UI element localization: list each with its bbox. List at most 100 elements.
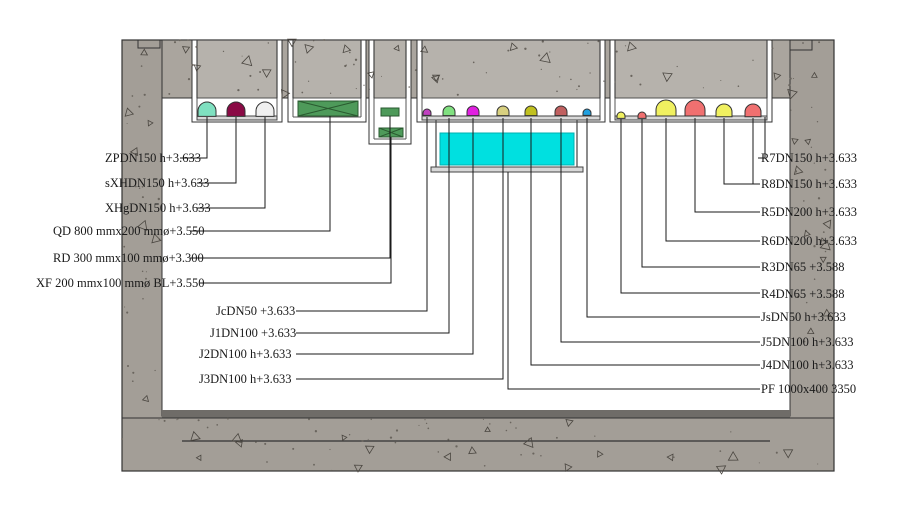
concrete-speck (597, 40, 600, 43)
concrete-speck (257, 88, 260, 91)
concrete-speck (176, 419, 178, 421)
concrete-speck (294, 61, 297, 63)
concrete-speck (816, 121, 819, 123)
concrete-speck (817, 197, 821, 200)
concrete-aggregate (822, 219, 832, 230)
concrete-aggregate (819, 256, 827, 264)
leader-line-13 (694, 118, 760, 213)
concrete-aggregate (509, 42, 519, 51)
leader-line-18 (560, 118, 760, 343)
concrete-aggregate (195, 454, 202, 462)
concrete-speck (822, 231, 825, 233)
label-r4: R4DN65 +3.588 (761, 287, 844, 301)
concrete-aggregate (124, 107, 135, 117)
concrete-speck (483, 464, 486, 467)
leader-line-10 (758, 117, 766, 159)
concrete-speck (138, 178, 140, 181)
concrete-texture (121, 38, 832, 475)
concrete-aggregate (791, 138, 799, 145)
concrete-speck (587, 42, 589, 44)
concrete-speck (141, 270, 144, 273)
concrete-speck (143, 93, 146, 96)
concrete-speck (505, 429, 508, 432)
concrete-aggregate (539, 52, 551, 64)
floor-finish (162, 410, 790, 418)
label-j3: J3DN100 h+3.633 (199, 372, 291, 386)
concrete-speck (549, 51, 551, 53)
concrete-speck (329, 448, 331, 451)
concrete-speck (354, 58, 358, 61)
concrete-speck (805, 301, 808, 304)
concrete-speck (163, 419, 166, 422)
concrete-speck (331, 469, 333, 471)
leader-line-5 (200, 137, 392, 284)
concrete-aggregate (468, 446, 477, 455)
concrete-speck (361, 439, 364, 442)
g2-pipe-j2 (466, 105, 480, 117)
label-r6: R6DN200 h+3.633 (761, 234, 857, 248)
concrete-speck (822, 366, 824, 369)
concrete-speck (672, 456, 675, 459)
concrete-speck (482, 418, 484, 420)
concrete-speck (540, 455, 542, 457)
concrete-speck (720, 79, 722, 82)
leader-line-1 (197, 117, 237, 184)
concrete-aggregate (787, 88, 798, 100)
concrete-speck (237, 88, 240, 92)
concrete-speck (811, 106, 813, 109)
concrete-speck (141, 185, 144, 188)
concrete-aggregate (597, 450, 604, 458)
concrete-aggregate (565, 418, 574, 428)
concrete-speck (313, 40, 315, 42)
label-qd: QD 800 mmx200 mmø+3.550 (53, 224, 205, 238)
label-pf: PF 1000x400 3350 (761, 382, 856, 396)
concrete-speck (489, 423, 491, 425)
concrete-speck (456, 93, 459, 96)
concrete-speck (824, 250, 827, 253)
concrete-speck (345, 64, 347, 66)
concrete-speck (307, 80, 310, 82)
concrete-aggregate (420, 45, 429, 53)
label-js: JsDN50 h+3.633 (761, 310, 846, 324)
concrete-speck (719, 450, 722, 452)
duct-qd (297, 100, 359, 117)
concrete-aggregate (431, 74, 440, 84)
concrete-speck (418, 424, 420, 426)
concrete-speck (515, 427, 517, 429)
concrete-aggregate (366, 71, 375, 79)
concrete-speck (520, 453, 522, 456)
g2-pipe-js (582, 108, 592, 116)
concrete-aggregate (782, 449, 794, 459)
concrete-aggregate (806, 327, 815, 335)
concrete-speck (264, 442, 267, 445)
concrete-speck (292, 447, 295, 450)
concrete-speck (145, 271, 147, 273)
concrete-speck (394, 441, 397, 444)
concrete-aggregate (773, 72, 782, 81)
duct-xf (378, 127, 404, 138)
concrete-speck (132, 371, 135, 374)
concrete-speck (363, 84, 365, 86)
concrete-aggregate (136, 219, 148, 231)
concrete-speck (131, 95, 134, 97)
concrete-aggregate (193, 64, 202, 72)
g3-pipe-r8 (715, 103, 733, 118)
concrete-aggregate (804, 138, 812, 146)
concrete-speck (771, 47, 774, 50)
concrete-speck (437, 451, 440, 453)
concrete-speck (824, 386, 826, 388)
concrete-aggregate (819, 237, 828, 246)
concrete-speck (538, 54, 541, 57)
g2-pipe-j4 (524, 105, 538, 117)
concrete-aggregate (129, 146, 138, 157)
concrete-speck (129, 186, 131, 188)
concrete-speck (532, 452, 535, 455)
concrete-speck (154, 369, 156, 372)
concrete-speck (123, 245, 126, 248)
concrete-speck (241, 55, 243, 57)
concrete-speck (138, 187, 141, 190)
g2-pipe-j5 (554, 105, 568, 117)
concrete-speck (195, 45, 198, 48)
concrete-aggregate (140, 48, 149, 56)
label-r7: R7DN150 h+3.633 (761, 151, 857, 165)
